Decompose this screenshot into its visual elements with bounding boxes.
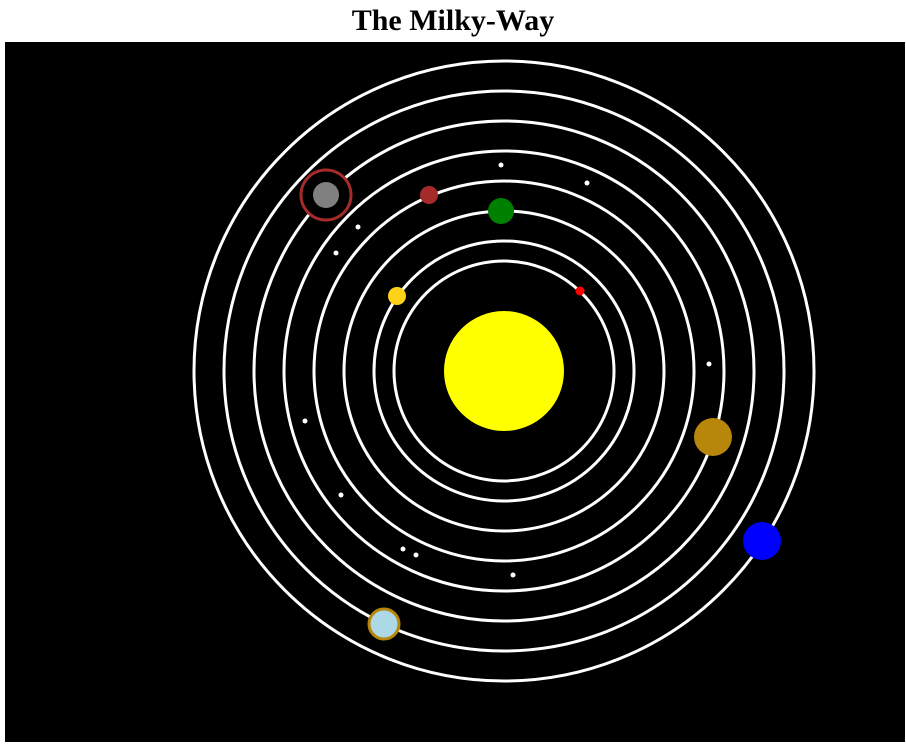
neptune (743, 522, 781, 560)
orbit-ring-6 (252, 119, 756, 623)
orbit-ring-5 (282, 149, 726, 593)
orbit-ring-2 (372, 239, 636, 503)
star-7 (338, 492, 344, 498)
mars (420, 186, 438, 204)
saturn-ring (299, 168, 353, 222)
venus (388, 287, 406, 305)
orbit-ring-4 (312, 179, 696, 563)
page-title: The Milky-Way (351, 4, 555, 37)
star-8 (400, 546, 406, 552)
uranus (367, 607, 401, 641)
orbit-ring-1 (392, 259, 616, 483)
jupiter (694, 418, 732, 456)
saturn (313, 182, 339, 208)
orbit-ring-8 (192, 59, 816, 683)
solar-system-svg (192, 59, 816, 683)
sun (444, 311, 564, 431)
solar-system-canvas (5, 42, 905, 742)
mercury (575, 286, 585, 296)
star-6 (302, 418, 308, 424)
star-9 (413, 552, 419, 558)
earth (488, 198, 514, 224)
star-1 (498, 162, 504, 168)
star-3 (355, 224, 361, 230)
orbit-ring-7 (222, 89, 786, 653)
star-5 (706, 361, 712, 367)
star-4 (333, 250, 339, 256)
star-2 (584, 180, 590, 186)
star-10 (510, 572, 516, 578)
